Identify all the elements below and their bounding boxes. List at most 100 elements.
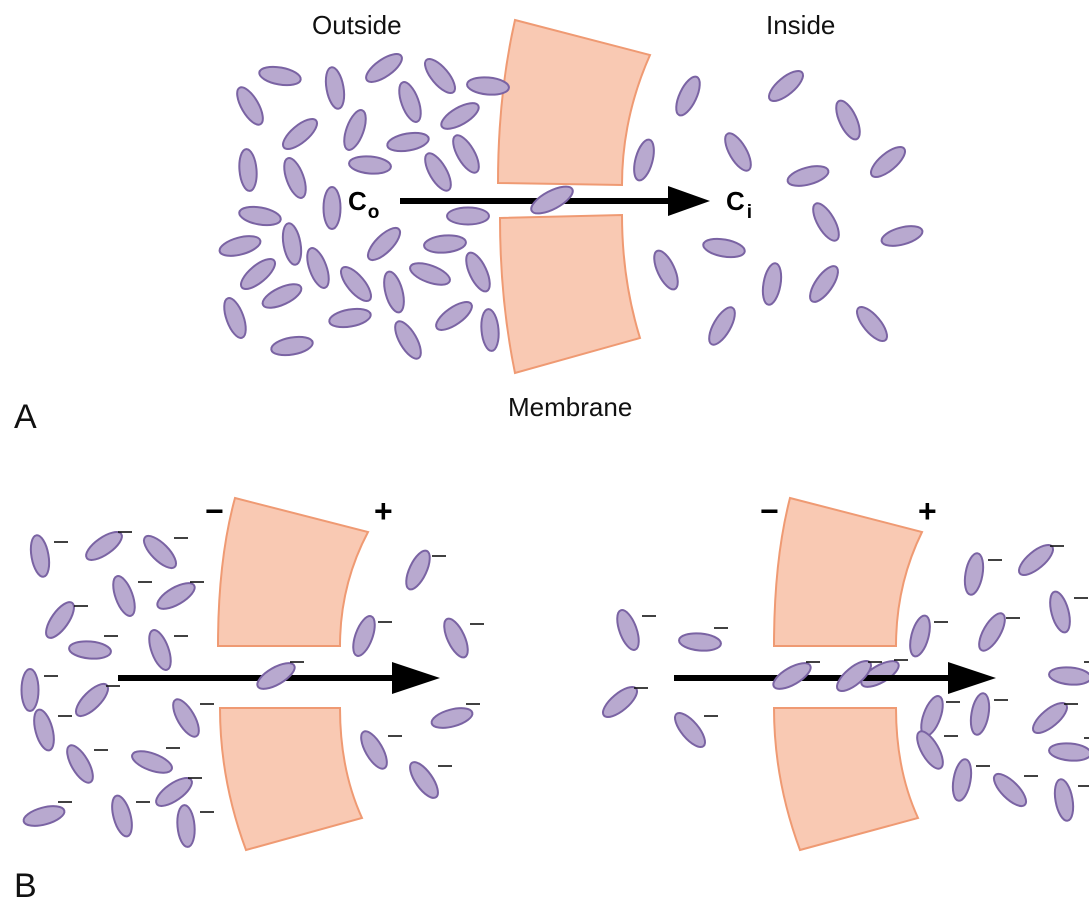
molecule xyxy=(702,236,746,260)
charged-molecule xyxy=(405,758,443,802)
charged-molecule xyxy=(401,547,434,592)
molecule xyxy=(866,142,909,182)
charged-molecule xyxy=(906,614,933,659)
molecule xyxy=(278,114,321,154)
molecule xyxy=(238,204,282,228)
molecule xyxy=(432,297,476,335)
molecule xyxy=(447,208,489,225)
charged-molecule xyxy=(154,578,199,614)
charged-molecule xyxy=(30,708,57,753)
charged-molecule xyxy=(68,640,111,661)
charged-molecule xyxy=(430,704,475,731)
arrowhead-b2 xyxy=(948,662,996,694)
molecule xyxy=(630,138,657,183)
concentration-arrowhead xyxy=(668,186,710,216)
charged-molecule xyxy=(349,613,379,658)
charged-molecule xyxy=(356,728,392,773)
charged-molecule xyxy=(129,747,174,777)
c-outside-letter: C xyxy=(348,186,367,216)
panel-a-label: A xyxy=(14,398,37,436)
membrane-b1-lower xyxy=(220,708,362,850)
molecule-group-b xyxy=(22,527,1089,848)
molecule xyxy=(671,73,704,118)
molecule xyxy=(808,200,844,245)
charged-molecule xyxy=(439,615,472,660)
arrowhead-b1 xyxy=(392,662,440,694)
charged-molecule xyxy=(678,632,721,653)
b1-minus-sign: − xyxy=(205,493,224,529)
charged-molecule xyxy=(168,696,204,741)
molecule xyxy=(390,318,426,363)
molecule xyxy=(363,223,405,265)
molecule xyxy=(348,155,391,176)
molecule xyxy=(270,334,314,358)
b2-minus-sign: − xyxy=(760,493,779,529)
c-outside: Co xyxy=(348,186,379,223)
outside-label: Outside xyxy=(312,10,402,40)
charged-molecule xyxy=(176,804,197,847)
molecule xyxy=(218,232,263,259)
molecule xyxy=(466,76,509,97)
molecule xyxy=(386,130,430,154)
inside-label: Inside xyxy=(766,10,835,40)
molecule xyxy=(258,64,302,88)
molecule xyxy=(259,279,304,312)
molecule xyxy=(336,262,376,305)
charged-molecule xyxy=(670,708,710,751)
molecule xyxy=(323,66,347,110)
charged-molecule xyxy=(28,534,52,578)
molecule xyxy=(303,245,333,290)
molecule xyxy=(831,97,864,142)
molecule xyxy=(720,130,756,175)
molecule xyxy=(420,150,456,195)
molecule xyxy=(238,148,259,191)
molecule xyxy=(852,302,892,345)
charged-molecule xyxy=(22,802,67,829)
charged-molecule xyxy=(950,758,974,802)
molecule xyxy=(232,84,268,129)
charged-molecule xyxy=(613,607,643,652)
membrane-label: Membrane xyxy=(508,392,632,422)
molecule xyxy=(220,295,250,340)
molecule xyxy=(760,262,784,306)
molecule xyxy=(461,249,494,294)
c-inside-subscript: i xyxy=(747,202,752,223)
charged-molecule xyxy=(968,692,992,736)
molecule xyxy=(380,270,407,315)
charged-molecule xyxy=(145,627,175,672)
molecule xyxy=(805,262,843,306)
molecule xyxy=(280,155,310,200)
membrane-upper-block xyxy=(498,20,650,185)
molecule xyxy=(704,304,740,349)
c-outside-subscript: o xyxy=(368,202,380,223)
c-inside-letter: C xyxy=(726,186,745,216)
molecule xyxy=(786,162,831,189)
membrane-b1-upper xyxy=(218,498,368,646)
molecule xyxy=(395,79,425,124)
membrane-lower-block xyxy=(500,215,640,373)
molecule xyxy=(423,234,466,255)
molecule xyxy=(362,49,406,87)
molecule xyxy=(764,66,807,106)
molecule xyxy=(324,187,341,229)
charged-molecule xyxy=(62,742,98,787)
membrane-b2-lower xyxy=(774,708,918,850)
c-inside: Ci xyxy=(726,186,752,223)
charged-molecule xyxy=(108,794,135,839)
molecule xyxy=(880,222,925,249)
molecule xyxy=(438,98,483,134)
charged-molecule xyxy=(962,552,986,596)
panel-b: B − + − + xyxy=(14,493,1089,904)
molecule xyxy=(236,254,279,294)
molecule xyxy=(448,132,484,177)
charged-molecule xyxy=(22,669,39,711)
molecule xyxy=(480,308,501,351)
molecule xyxy=(280,222,304,266)
charged-molecule xyxy=(1052,778,1076,822)
panel-b-label: B xyxy=(14,867,37,904)
molecule xyxy=(340,107,370,152)
charged-molecule xyxy=(1046,590,1073,635)
charged-molecule xyxy=(1048,742,1089,763)
